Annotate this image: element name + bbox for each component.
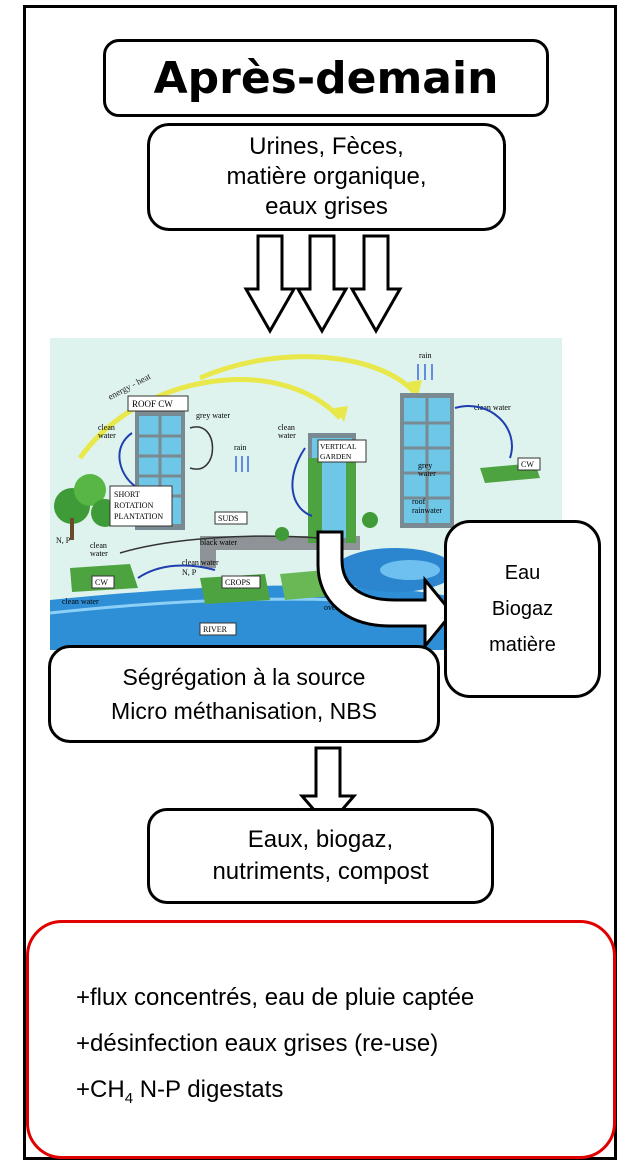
label-grey-water: grey water <box>196 411 230 420</box>
label-clean-water: clean water <box>182 558 219 567</box>
title-box: Après-demain <box>103 39 549 117</box>
inputs-line: eaux grises <box>265 193 388 220</box>
label-vertical-garden: GARDEN <box>320 452 352 461</box>
label-roof-rainwater: rainwater <box>412 506 443 515</box>
benefits-box: +flux concentrés, eau de pluie captée +d… <box>26 920 616 1159</box>
products-line: nutriments, compost <box>212 858 429 885</box>
label-grey-water: water <box>418 469 436 478</box>
label-grey-water: grey <box>418 461 432 470</box>
benefit-line: +flux concentrés, eau de pluie captée <box>76 984 475 1011</box>
label-short-rotation: SHORT <box>114 490 140 499</box>
benefit-line: +CH4 N-P digestats <box>76 1067 613 1122</box>
label-roof-cw: ROOF CW <box>132 399 173 409</box>
label-short-rotation: PLANTATION <box>114 512 163 521</box>
side-output-item: Biogaz <box>491 598 554 620</box>
benefit-ch-subscript: 4 <box>124 1089 134 1107</box>
label-vertical-garden: VERTICAL <box>320 442 357 451</box>
label-clean-water: clean water <box>474 403 511 412</box>
inputs-line: Urines, Fèces, <box>249 133 404 160</box>
label-cw: CW <box>95 578 108 587</box>
process-line: Micro méthanisation, NBS <box>111 698 377 724</box>
label-clean-water: water <box>278 431 296 440</box>
products-line: Eaux, biogaz, <box>247 826 394 853</box>
side-output-item: Eau <box>504 562 541 584</box>
label-clean-water: clean <box>278 423 295 432</box>
label-black-water: black water <box>200 538 237 547</box>
urban-water-cycle-illustration: energy - heat ROOF CW grey water clean w… <box>50 338 562 650</box>
label-clean-water: clean water <box>62 597 99 606</box>
side-output-box: Eau Biogaz matière <box>444 520 601 698</box>
label-overflow: overflow <box>324 603 353 612</box>
inputs-line: matière organique, <box>226 163 427 190</box>
label-clean-water: water <box>90 549 108 558</box>
label-rain: rain <box>234 443 246 452</box>
label-suds: SUDS <box>218 514 238 523</box>
label-short-rotation: ROTATION <box>114 501 154 510</box>
label-np: N, P <box>56 536 71 545</box>
label-clean-water: clean <box>90 541 107 550</box>
products-box: Eaux, biogaz, nutriments, compost <box>147 808 494 904</box>
label-cw: CW <box>521 460 534 469</box>
inputs-box: Urines, Fèces, matière organique, eaux g… <box>147 123 506 231</box>
label-river: RIVER <box>203 625 228 634</box>
label-clean-water: water <box>98 431 116 440</box>
label-np: N, P <box>182 568 197 577</box>
process-box: Ségrégation à la source Micro méthanisat… <box>48 645 440 743</box>
benefit-np-digestats: N-P digestats <box>133 1076 284 1103</box>
label-clean-water: clean <box>98 423 115 432</box>
benefit-ch-prefix: +CH <box>76 1076 125 1103</box>
label-roof-rainwater: roof <box>412 497 426 506</box>
label-crops: CROPS <box>225 578 250 587</box>
page-title: Après-demain <box>153 52 499 104</box>
side-output-item: matière <box>489 634 556 656</box>
benefit-line: +désinfection eaux grises (re-use) <box>76 1030 439 1057</box>
process-line: Ségrégation à la source <box>122 664 366 690</box>
label-rain: rain <box>419 351 431 360</box>
